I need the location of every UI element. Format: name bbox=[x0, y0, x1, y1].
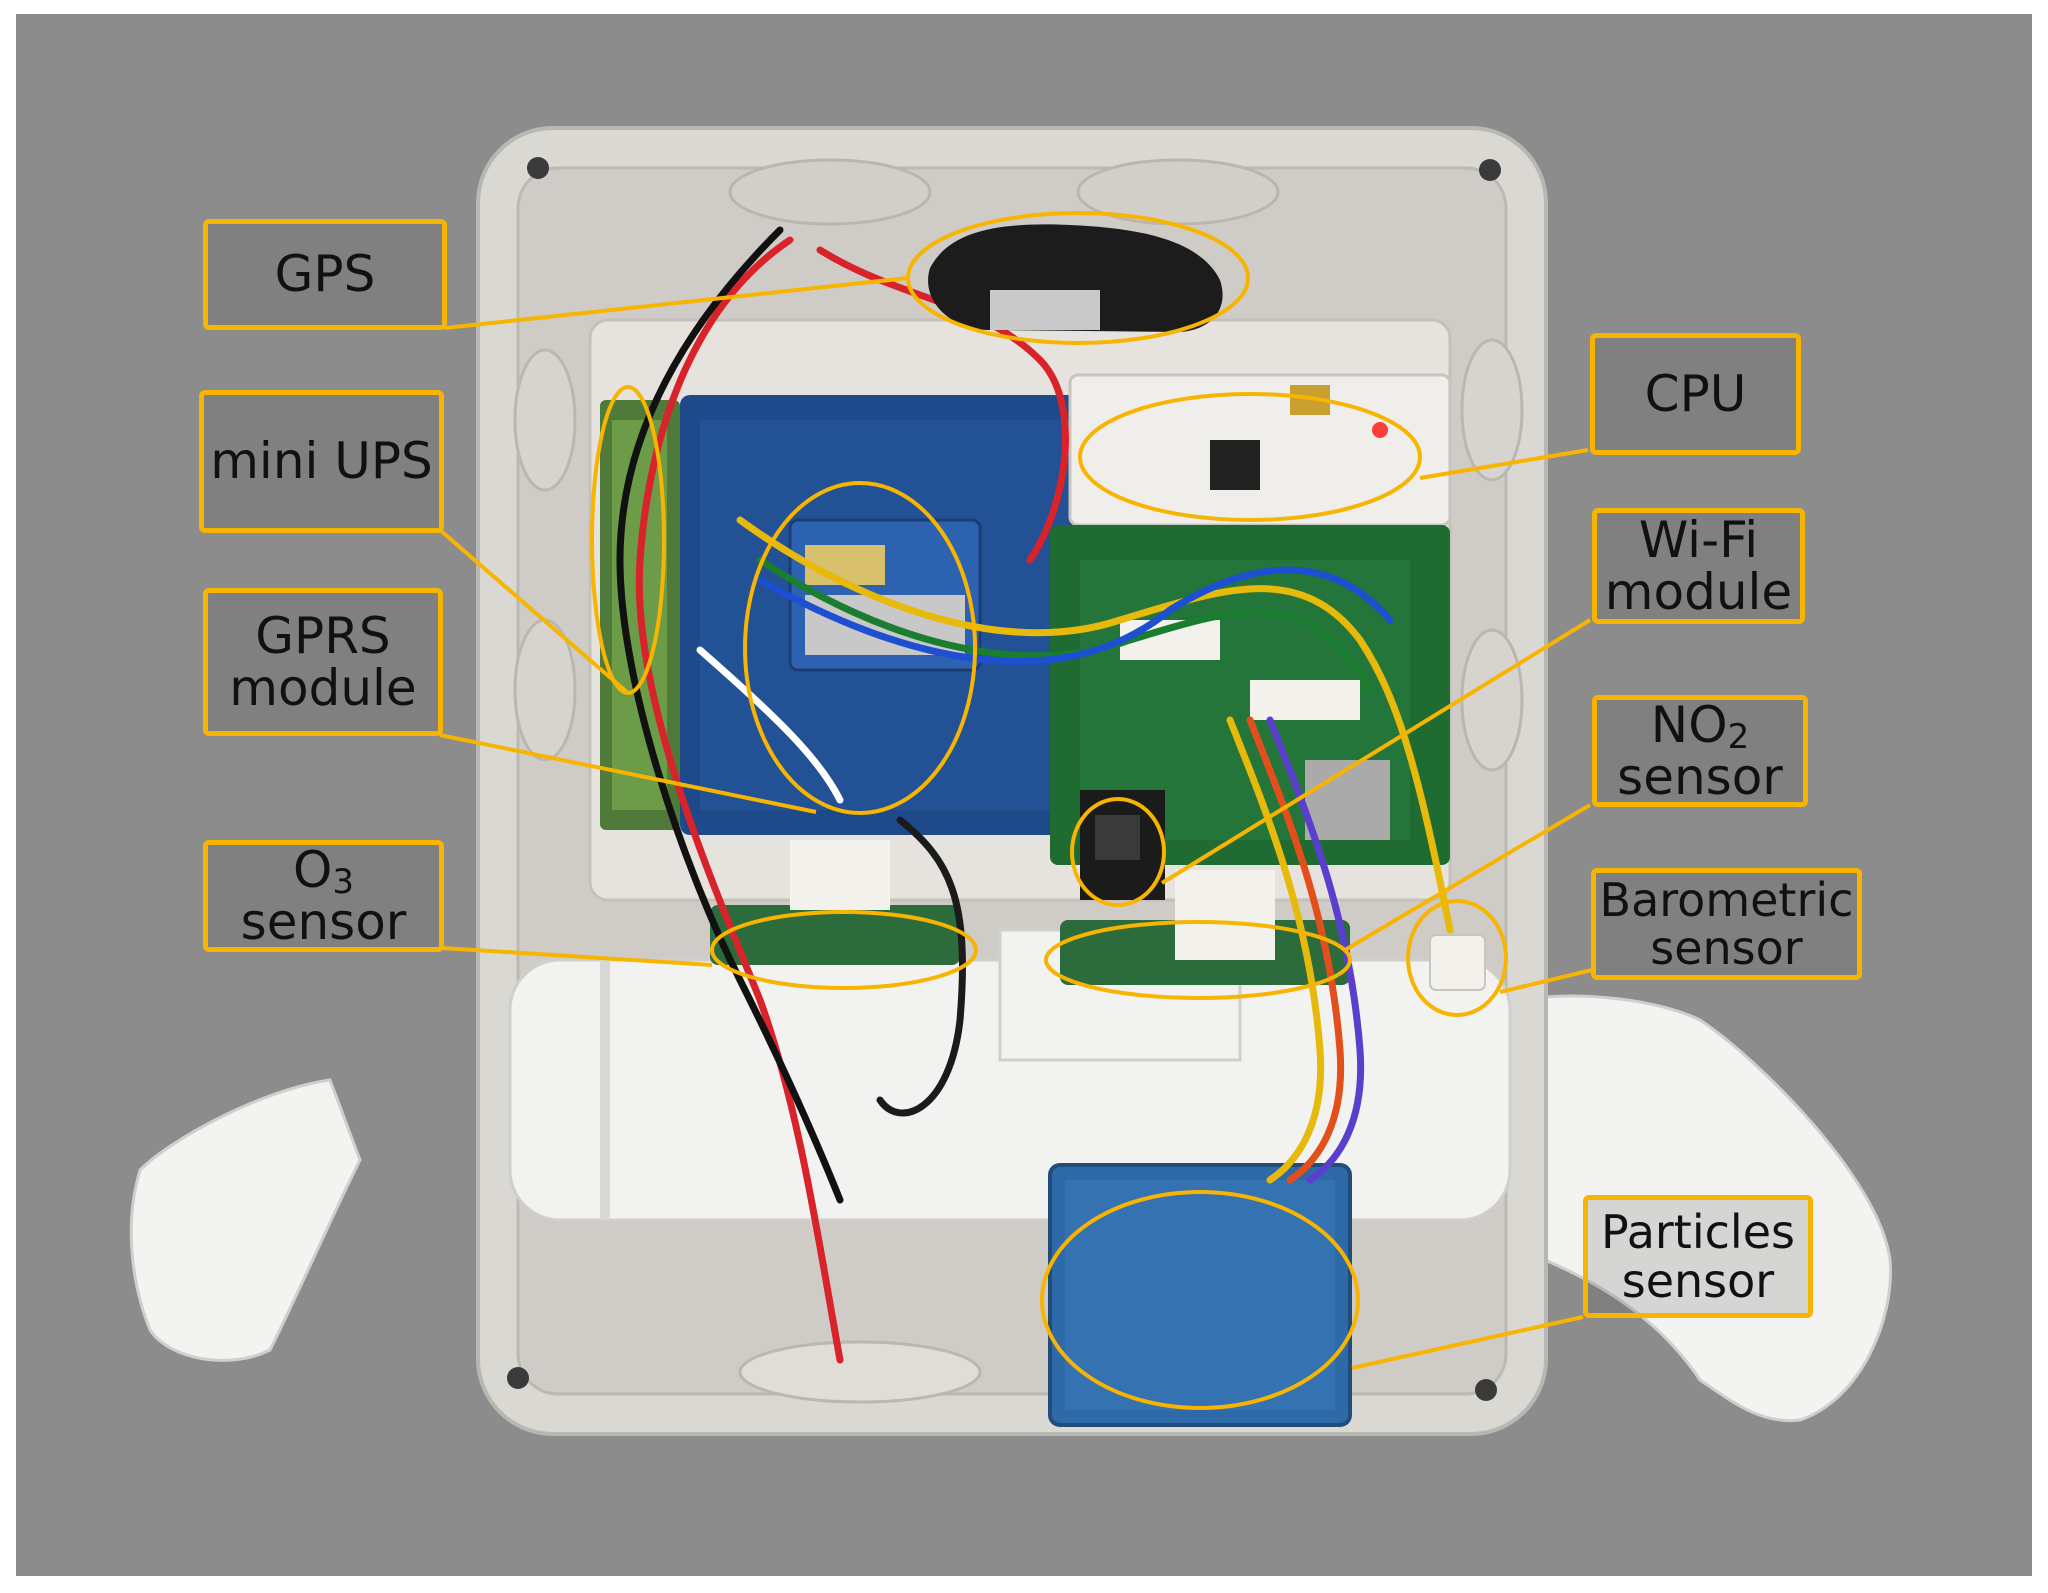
particles-label-line1: Particles bbox=[1601, 1205, 1795, 1260]
barometric-label-line1: Barometric bbox=[1599, 872, 1854, 927]
no2-sensor-label: NO2 sensor bbox=[1592, 695, 1808, 807]
barometric-highlight bbox=[1406, 899, 1508, 1017]
mini-ups-label-text: mini UPS bbox=[210, 432, 433, 491]
gprs-module-label: GPRS module bbox=[203, 588, 443, 736]
no2-highlight bbox=[1044, 920, 1352, 1000]
barometric-sensor-label: Barometric sensor bbox=[1591, 868, 1862, 980]
particles-sensor-label: Particles sensor bbox=[1583, 1195, 1813, 1318]
cpu-label-text: CPU bbox=[1644, 364, 1747, 423]
particles-highlight bbox=[1040, 1190, 1360, 1410]
no2-leader bbox=[1343, 803, 1592, 952]
wifi-highlight bbox=[1070, 797, 1166, 907]
barometric-sensor bbox=[1429, 934, 1486, 991]
gps-label: GPS bbox=[203, 219, 447, 330]
barometric-leader bbox=[1499, 968, 1593, 994]
wifi-leader bbox=[1160, 618, 1592, 885]
particles-leader bbox=[1351, 1315, 1584, 1370]
o3-sensor-label: O3 sensor bbox=[203, 840, 444, 952]
particles-label-line2: sensor bbox=[1621, 1253, 1775, 1308]
o3-label-line1: O3 bbox=[293, 840, 354, 899]
cpu-label: CPU bbox=[1590, 333, 1801, 455]
gprs-label-line2: module bbox=[229, 659, 417, 717]
mini-ups-leader bbox=[438, 528, 630, 695]
gps-leader bbox=[444, 276, 909, 330]
o3-chem-sub: 3 bbox=[332, 861, 354, 902]
gprs-highlight bbox=[743, 481, 977, 815]
no2-label-line1: NO2 bbox=[1650, 695, 1749, 754]
o3-highlight bbox=[710, 910, 978, 990]
gps-label-text: GPS bbox=[274, 245, 376, 304]
barometric-label-line2: sensor bbox=[1650, 921, 1803, 975]
wifi-label-line1: Wi-Fi bbox=[1638, 510, 1759, 569]
cpu-highlight bbox=[1078, 392, 1422, 522]
cpu-leader bbox=[1419, 448, 1589, 480]
o3-label-line2: sensor bbox=[240, 893, 407, 951]
mini-ups-label: mini UPS bbox=[199, 390, 444, 533]
o3-chem-main: O bbox=[293, 840, 333, 899]
no2-label-line2: sensor bbox=[1617, 748, 1783, 806]
left-pipe-elbow bbox=[129, 1078, 362, 1362]
wifi-module-label: Wi-Fi module bbox=[1592, 508, 1805, 624]
wifi-label-line2: module bbox=[1604, 563, 1793, 621]
o3-leader bbox=[441, 946, 713, 967]
no2-chem-sub: 2 bbox=[1727, 716, 1750, 757]
no2-chem-main: NO bbox=[1650, 695, 1728, 754]
gprs-leader bbox=[439, 733, 817, 814]
gprs-label-line1: GPRS bbox=[255, 606, 391, 665]
